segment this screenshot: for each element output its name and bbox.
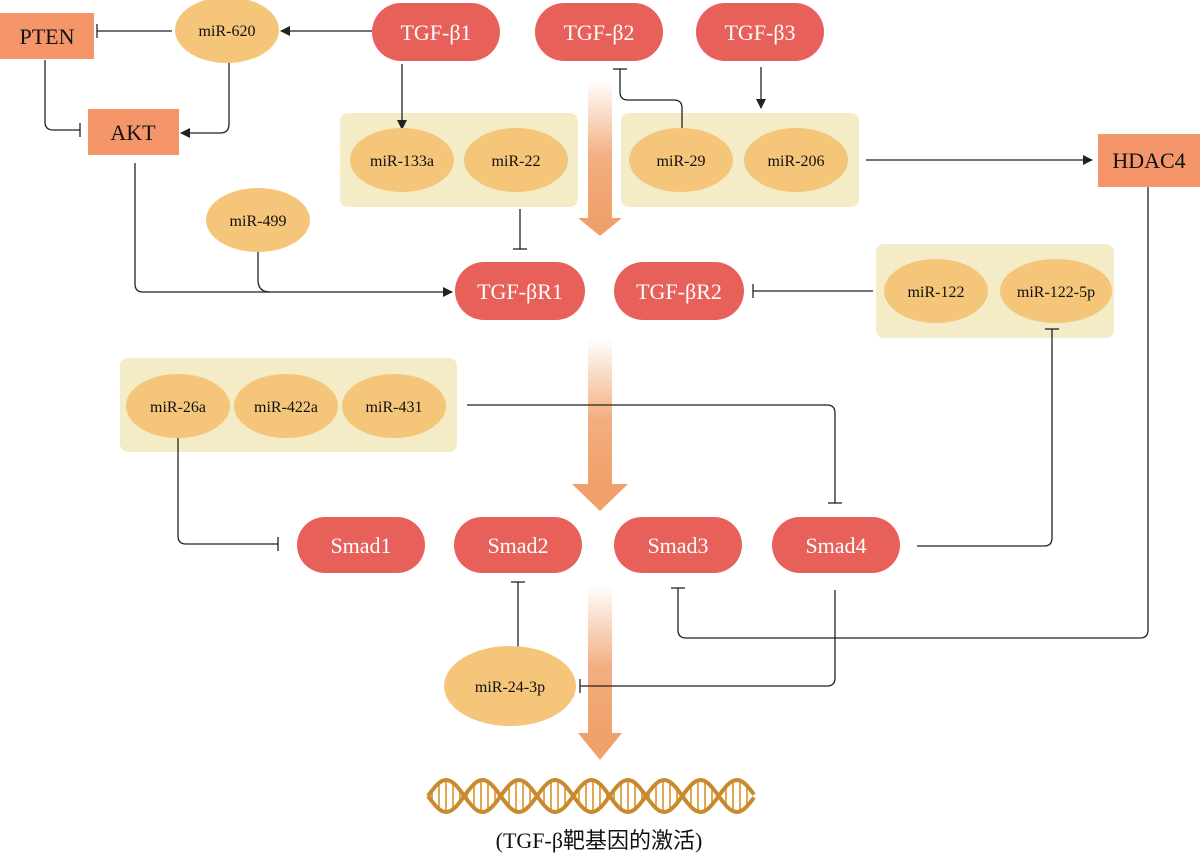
- node-mir206: miR-206: [744, 128, 848, 192]
- edge-mir431-inhibits-smad4: [467, 404, 836, 503]
- edge-mir26a-inhibits-smad1: [177, 438, 278, 545]
- node-tgfb3: TGF-β3: [696, 3, 824, 61]
- dna-helix-icon: [426, 777, 756, 815]
- node-mir26a: miR-26a: [126, 374, 230, 438]
- node-tgfbr2-label: TGF-βR2: [636, 279, 722, 304]
- node-mir133a-label: miR-133a: [370, 153, 434, 170]
- node-hdac4: HDAC4: [1098, 134, 1200, 187]
- node-tgfb2: TGF-β2: [535, 3, 663, 61]
- node-tgfbr1: TGF-βR1: [455, 262, 585, 320]
- node-hdac4-label: HDAC4: [1112, 148, 1185, 173]
- node-tgfb3-label: TGF-β3: [724, 20, 795, 45]
- node-mir29: miR-29: [629, 128, 733, 192]
- node-smad3-label: Smad3: [647, 533, 708, 558]
- node-smad1: Smad1: [297, 517, 425, 573]
- node-tgfb1: TGF-β1: [372, 3, 500, 61]
- flow-arrow-2: [572, 338, 628, 511]
- node-tgfb2-label: TGF-β2: [563, 20, 634, 45]
- dna-strand-2: [426, 777, 756, 815]
- edge-smad4-inhibits-mir24-3p: [580, 590, 836, 687]
- node-smad2-label: Smad2: [487, 533, 548, 558]
- node-mir431: miR-431: [342, 374, 446, 438]
- node-mir620: miR-620: [175, 0, 279, 63]
- edge-smad4-inhibits-mir122-5p: [917, 329, 1053, 547]
- flow-arrow-1: [578, 80, 622, 236]
- flow-arrow-3: [578, 585, 622, 760]
- node-smad4: Smad4: [772, 517, 900, 573]
- node-smad2: Smad2: [454, 517, 582, 573]
- edge-hdac4-inhibits-smad3: [677, 170, 1149, 639]
- node-mir22-label: miR-22: [492, 153, 541, 170]
- node-tgfbr1-label: TGF-βR1: [477, 279, 563, 304]
- edge-pten-inhibits-akt: [44, 60, 80, 131]
- node-mir499: miR-499: [206, 188, 310, 252]
- node-mir133a: miR-133a: [350, 128, 454, 192]
- node-smad4-label: Smad4: [805, 533, 866, 558]
- node-mir422a-label: miR-422a: [254, 399, 318, 416]
- node-akt: AKT: [88, 109, 179, 155]
- node-mir122-label: miR-122: [908, 284, 965, 301]
- edge-mir29-inhibits-tgfb2: [619, 69, 683, 128]
- edge-mir620-to-akt: [180, 63, 230, 138]
- node-mir122-5p-label: miR-122-5p: [1017, 284, 1095, 301]
- node-mir29-label: miR-29: [657, 153, 706, 170]
- node-tgfb1-label: TGF-β1: [400, 20, 471, 45]
- caption-target-gene-activation: (TGF-β靶基因的激活): [496, 828, 703, 853]
- node-tgfbr2: TGF-βR2: [614, 262, 744, 320]
- dna-strand-1: [426, 777, 756, 815]
- node-mir24-3p-label: miR-24-3p: [475, 679, 545, 696]
- node-mir206-label: miR-206: [768, 153, 825, 170]
- node-mir620-label: miR-620: [199, 23, 256, 40]
- node-mir24-3p: miR-24-3p: [444, 646, 576, 726]
- node-mir26a-label: miR-26a: [150, 399, 206, 416]
- node-mir122: miR-122: [884, 259, 988, 323]
- node-smad3: Smad3: [614, 517, 742, 573]
- node-mir499-label: miR-499: [230, 213, 287, 230]
- edge-akt-to-tgfbr1: [134, 163, 453, 297]
- node-mir431-label: miR-431: [366, 399, 423, 416]
- node-smad1-label: Smad1: [330, 533, 391, 558]
- node-akt-label: AKT: [110, 120, 156, 145]
- node-pten-label: PTEN: [20, 24, 75, 49]
- node-pten: PTEN: [0, 13, 94, 59]
- node-mir22: miR-22: [464, 128, 568, 192]
- node-mir422a: miR-422a: [234, 374, 338, 438]
- node-mir122-5p: miR-122-5p: [1000, 259, 1112, 323]
- edge-mir499-to-tgfbr1: [257, 250, 271, 293]
